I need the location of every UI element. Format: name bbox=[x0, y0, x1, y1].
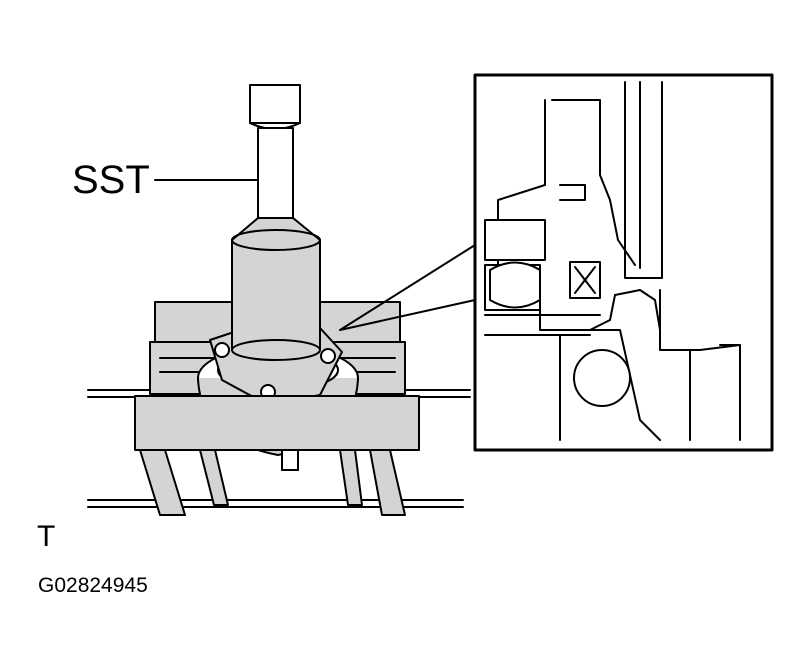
sst-label: SST bbox=[72, 158, 150, 202]
detail-ball bbox=[573, 349, 631, 407]
corner-mark: T bbox=[37, 520, 56, 553]
figure-id: G02824945 bbox=[38, 574, 148, 597]
detail-callout-wedge bbox=[339, 244, 476, 331]
press-cross-beam bbox=[134, 395, 420, 451]
sst-tool bbox=[231, 84, 321, 361]
detail-internals bbox=[484, 81, 741, 441]
press-legs bbox=[139, 449, 406, 516]
shaft-stub bbox=[281, 447, 299, 471]
